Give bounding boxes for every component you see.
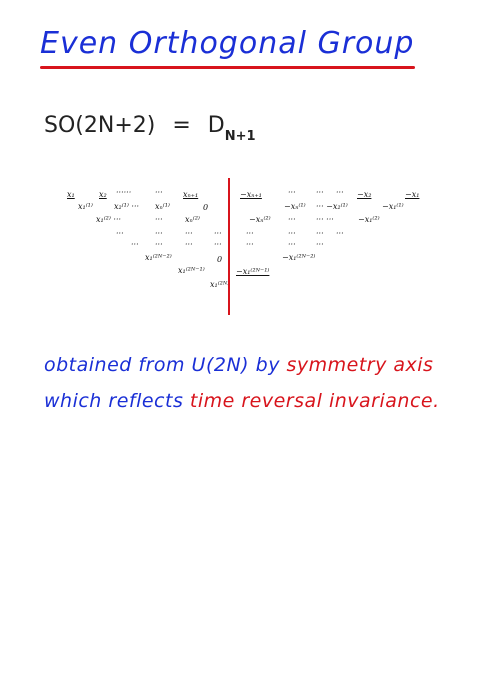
pattern-cell: x₂⁽¹⁾ ···	[114, 202, 140, 211]
pattern-cell: x₁⁽²ᴺ⁾	[210, 280, 230, 289]
pattern-cell: −xₙ₊₁	[240, 190, 262, 199]
pattern-cell: −x₁	[405, 190, 420, 199]
pattern-zero: 0	[203, 203, 209, 212]
pattern-zero: 0	[217, 255, 223, 264]
pattern-cell: ···	[214, 240, 222, 249]
pattern-cell: ···	[288, 229, 296, 238]
pattern-cell: ···	[155, 215, 163, 224]
pattern-cell: xₙ⁽¹⁾	[155, 202, 170, 211]
pattern-cell: ···	[288, 240, 296, 249]
title-underline	[40, 66, 415, 69]
note-line-2-blue: which reflects	[44, 390, 184, 412]
pattern-cell: ···	[214, 229, 222, 238]
pattern-cell: ··· −x₂⁽¹⁾	[316, 202, 348, 211]
formula-lhs: SO(2N+2)	[44, 113, 156, 138]
pattern-cell: ···	[131, 240, 139, 249]
pattern-cell: ··· ···	[316, 215, 334, 224]
page-title: Even Orthogonal Group	[40, 26, 415, 61]
pattern-cell: ···	[185, 240, 193, 249]
pattern-cell: ···	[246, 240, 254, 249]
pattern-cell: ···	[155, 229, 163, 238]
pattern-cell: −x₁⁽¹⁾	[382, 202, 404, 211]
pattern-cell: −x₂	[357, 190, 372, 199]
note-line-2-red: time reversal invariance.	[189, 390, 440, 412]
pattern-cell: ···	[155, 188, 163, 197]
pattern-cell: x₂	[99, 190, 107, 199]
pattern-cell: x₁⁽²ᴺ⁻²⁾	[145, 253, 172, 262]
pattern-cell: ···	[316, 240, 324, 249]
note-line-1-blue: obtained from U(2N) by	[44, 354, 280, 376]
pattern-cell: xₙ⁽²⁾	[185, 215, 200, 224]
pattern-cell: x₁⁽²⁾ ···	[96, 215, 122, 224]
formula-rhs-sub: N+1	[224, 129, 256, 144]
pattern-cell: −x₁⁽²⁾	[358, 215, 380, 224]
formula-eq: =	[172, 113, 191, 138]
pattern-cell: x₁⁽¹⁾	[78, 202, 93, 211]
pattern-cell: −x₁⁽²ᴺ⁻¹⁾	[236, 267, 270, 276]
pattern-cell: x₁	[67, 190, 75, 199]
pattern-cell: −xₙ⁽²⁾	[249, 215, 271, 224]
pattern-cell: ···	[246, 229, 254, 238]
note-line-1-red: symmetry axis	[286, 354, 434, 376]
pattern-cell: x₁⁽²ᴺ⁻¹⁾	[178, 266, 205, 275]
pattern-cell: ···	[288, 188, 296, 197]
pattern-cell: ···	[155, 240, 163, 249]
pattern-cell: ···	[336, 229, 344, 238]
note-line-1: obtained from U(2N) by symmetry axis	[44, 354, 433, 376]
symmetry-axis	[228, 178, 230, 315]
pattern-cell: ···	[116, 229, 124, 238]
pattern-cell: ···	[288, 215, 296, 224]
note-line-2: which reflects time reversal invariance.	[44, 390, 440, 412]
pattern-cell: ···	[336, 188, 344, 197]
pattern-cell: ···	[185, 229, 193, 238]
pattern-cell: −x₁⁽²ᴺ⁻²⁾	[282, 253, 316, 262]
formula-rhs: D	[207, 113, 225, 138]
pattern-cell: ······	[116, 188, 132, 197]
pattern-cell: ···	[316, 229, 324, 238]
pattern-cell: xₙ₊₁	[183, 190, 199, 199]
pattern-cell: −xₙ⁽¹⁾	[284, 202, 306, 211]
formula: SO(2N+2) = DN+1	[44, 113, 256, 144]
pattern-cell: ···	[316, 188, 324, 197]
